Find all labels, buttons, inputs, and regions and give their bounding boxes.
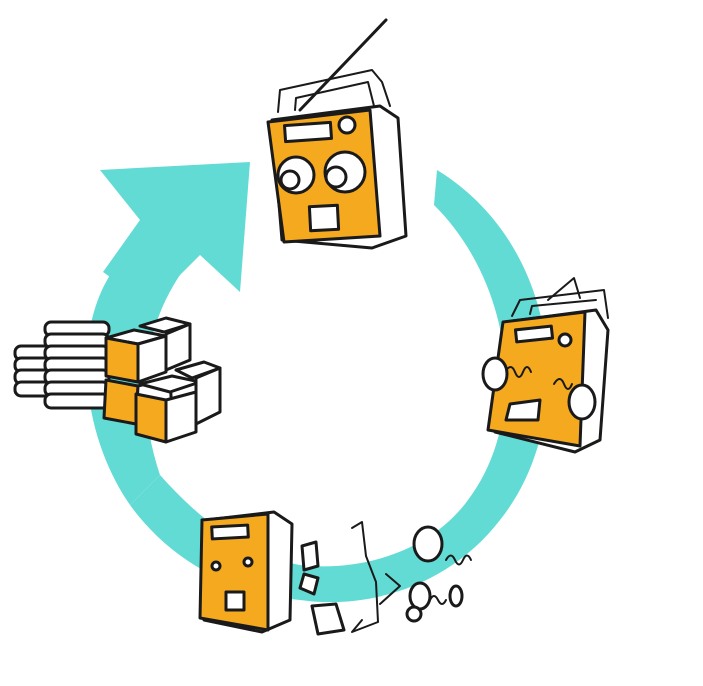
radio-antenna <box>300 20 386 110</box>
radio3-tuner-display <box>212 525 249 539</box>
loose-spring-small <box>430 596 446 604</box>
loose-knob-tiny <box>450 586 462 606</box>
radio3-hole-right <box>244 558 252 566</box>
radio-tuner-display <box>284 122 331 141</box>
loose-knob-round <box>407 607 421 621</box>
slab-pile <box>15 322 109 408</box>
radio2-speaker <box>506 400 540 420</box>
assembled-radio <box>268 20 406 248</box>
radio3-speaker-hole <box>226 592 244 610</box>
radio3-hole-left <box>212 562 220 570</box>
radio2-right-knob <box>569 385 595 419</box>
loose-knob-small <box>410 583 430 609</box>
loose-plate <box>302 542 318 570</box>
radio-left-knob-inner <box>281 171 299 189</box>
cycle-arrow-head <box>100 162 250 305</box>
radio2-left-knob <box>483 358 507 390</box>
radio2-tuner-display <box>515 326 552 342</box>
radio-speaker <box>309 205 338 230</box>
loose-speaker-grille <box>312 604 344 634</box>
radio2-small-knob <box>559 334 571 346</box>
loose-knob-large <box>414 527 442 561</box>
radio-small-knob <box>339 117 355 133</box>
radio-right-knob-inner <box>326 167 346 187</box>
